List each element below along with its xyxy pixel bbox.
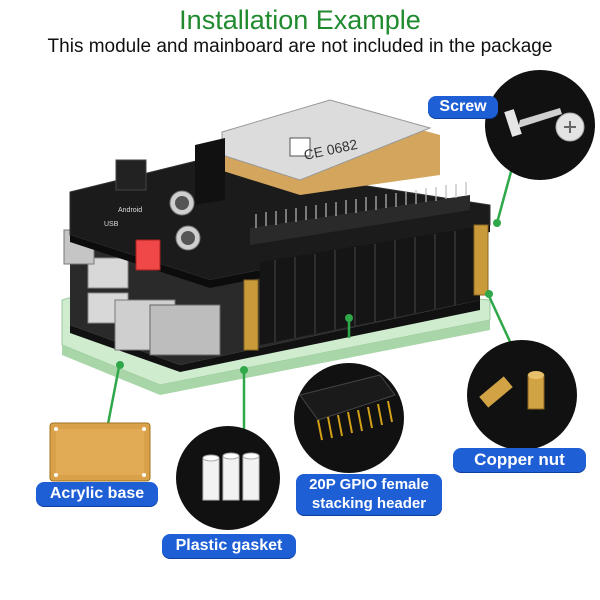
leader-dots (116, 219, 501, 374)
screw-label: Screw (428, 96, 498, 118)
gpio-header-label-line1: 20P GPIO female (309, 476, 429, 493)
copper-nut-label: Copper nut (453, 448, 586, 472)
page-subtitle: This module and mainboard are not includ… (47, 36, 553, 57)
hat-board: Android USB (69, 159, 491, 351)
plastic-gasket-label: Plastic gasket (162, 534, 296, 558)
usb-text: USB (104, 221, 119, 228)
gpio-header-label: 20P GPIO female stacking header (296, 474, 442, 515)
page-title: Installation Example (179, 5, 421, 35)
plastic-gasket-callout (176, 426, 280, 530)
acrylic-base-item (49, 422, 151, 482)
android-text: Android (118, 207, 142, 214)
gpio-header-label-line2: stacking header (311, 495, 427, 512)
acrylic-base-label: Acrylic base (36, 482, 158, 506)
copper-nut-callout (467, 340, 577, 450)
cellular-module: CE 0682 (195, 99, 440, 205)
screw-callout (485, 70, 595, 180)
gpio-header-callout (294, 363, 404, 473)
